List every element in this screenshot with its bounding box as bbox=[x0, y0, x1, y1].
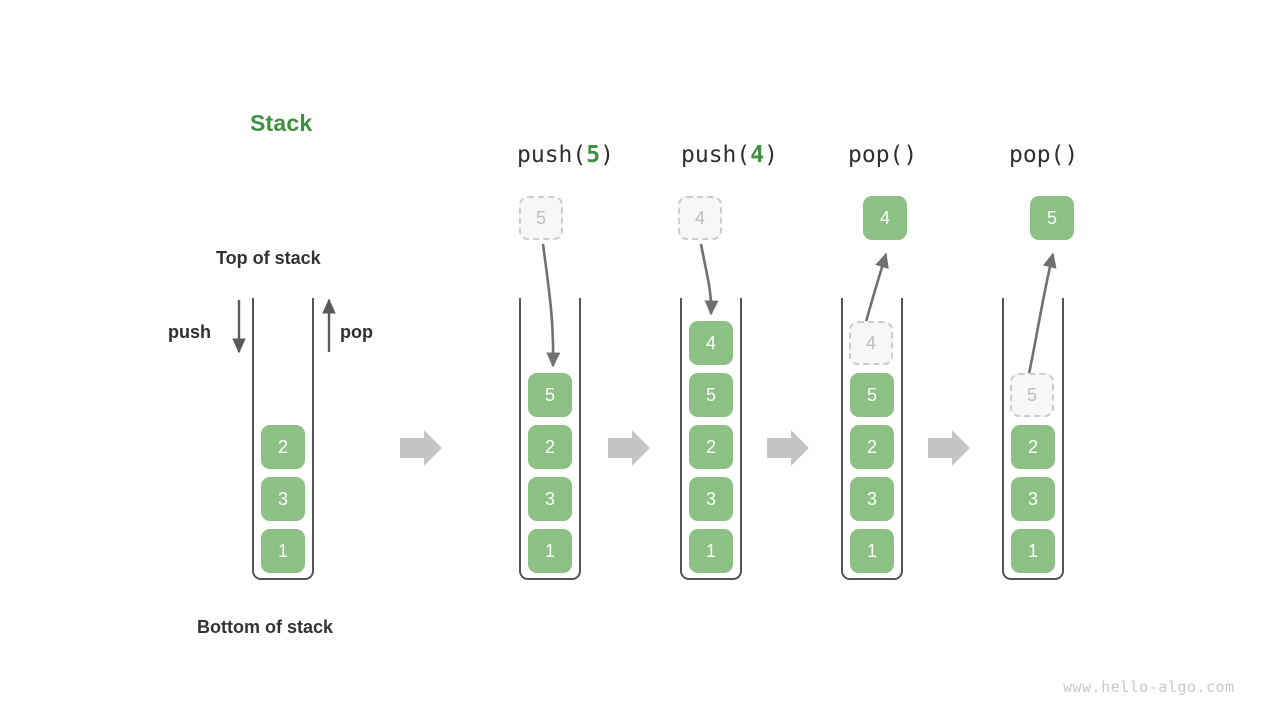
op-suffix: ) bbox=[764, 142, 778, 168]
op-prefix: push( bbox=[517, 142, 587, 168]
flow-arrow bbox=[767, 430, 809, 466]
operation-label-push-5: push(5) bbox=[517, 142, 614, 168]
stack-ghost-cell: 4 bbox=[849, 321, 893, 365]
stack-cell: 5 bbox=[850, 373, 894, 417]
popped-cell: 5 bbox=[1030, 196, 1074, 240]
stack-container-pop-1 bbox=[841, 298, 903, 580]
pop-label: pop bbox=[340, 322, 373, 342]
op-suffix: ) bbox=[903, 142, 918, 168]
op-suffix: ) bbox=[600, 142, 614, 168]
floating-ghost-cell: 5 bbox=[519, 196, 563, 240]
stack-cell: 3 bbox=[850, 477, 894, 521]
flow-arrow bbox=[608, 430, 650, 466]
stack-cell: 1 bbox=[261, 529, 305, 573]
stack-cell: 3 bbox=[1011, 477, 1055, 521]
op-suffix: ) bbox=[1064, 142, 1079, 168]
op-arg: 4 bbox=[750, 142, 765, 168]
page-title: Stack bbox=[250, 110, 313, 136]
watermark: www.hello-algo.com bbox=[1063, 678, 1235, 696]
push-label: push bbox=[168, 322, 211, 342]
stack-cell: 5 bbox=[528, 373, 572, 417]
stack-cell: 2 bbox=[850, 425, 894, 469]
stack-cell: 2 bbox=[689, 425, 733, 469]
stack-cell: 2 bbox=[528, 425, 572, 469]
stack-cell: 2 bbox=[261, 425, 305, 469]
stack-cell: 1 bbox=[850, 529, 894, 573]
bottom-of-stack-label: Bottom of stack bbox=[197, 617, 334, 637]
stack-cell: 3 bbox=[528, 477, 572, 521]
stack-cell: 1 bbox=[689, 529, 733, 573]
stack-cell: 1 bbox=[1011, 529, 1055, 573]
stack-cell: 5 bbox=[689, 373, 733, 417]
operation-label-pop-1: pop() bbox=[848, 142, 917, 168]
operation-label-pop-2: pop() bbox=[1009, 142, 1078, 168]
stack-ghost-cell: 5 bbox=[1010, 373, 1054, 417]
flow-arrow bbox=[928, 430, 970, 466]
stack-cell: 3 bbox=[261, 477, 305, 521]
op-prefix: push( bbox=[681, 142, 751, 168]
stack-container-pop-2 bbox=[1002, 298, 1064, 580]
stack-cell: 2 bbox=[1011, 425, 1055, 469]
op-arg: 5 bbox=[586, 142, 601, 168]
popped-cell: 4 bbox=[863, 196, 907, 240]
op-prefix: pop( bbox=[1009, 142, 1065, 168]
top-of-stack-label: Top of stack bbox=[216, 248, 321, 268]
stack-container-initial bbox=[252, 298, 314, 580]
floating-ghost-cell: 4 bbox=[678, 196, 722, 240]
stack-cell: 3 bbox=[689, 477, 733, 521]
operation-label-push-4: push(4) bbox=[681, 142, 778, 168]
op-prefix: pop( bbox=[848, 142, 904, 168]
flow-arrow bbox=[400, 430, 442, 466]
stack-container-push-5 bbox=[519, 298, 581, 580]
stack-cell: 4 bbox=[689, 321, 733, 365]
stack-cell: 1 bbox=[528, 529, 572, 573]
stack-container-push-4 bbox=[680, 298, 742, 580]
